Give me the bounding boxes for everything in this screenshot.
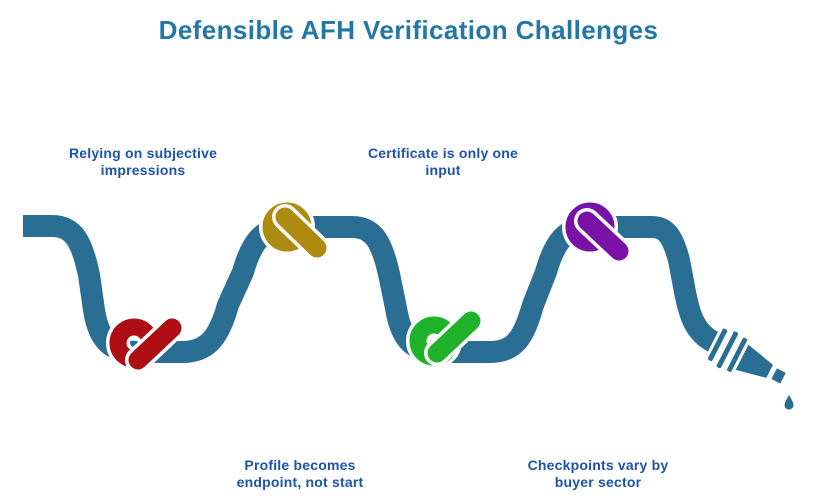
challenge-label-profile-endpoint: Profile becomes endpoint, not start xyxy=(236,457,364,490)
knot-purple-loop xyxy=(577,211,629,261)
nozzle-cone xyxy=(731,340,777,382)
challenge-label-subjective-impressions: Relying on subjective impressions xyxy=(68,145,218,178)
knot-green-loop xyxy=(427,311,481,363)
knot-gold xyxy=(259,199,330,261)
knot-purple xyxy=(562,199,632,264)
knot-green xyxy=(406,308,484,369)
knot-red-loop xyxy=(128,318,182,370)
page-title: Defensible AFH Verification Challenges xyxy=(158,15,659,45)
nozzle-tip xyxy=(768,365,789,387)
knot-red xyxy=(106,315,185,373)
challenge-label-certificate-input: Certificate is only one input xyxy=(367,145,519,178)
knot-gold-loop xyxy=(275,207,327,258)
challenge-label-checkpoints-vary: Checkpoints vary by buyer sector xyxy=(527,457,669,490)
nozzle-rib-2 xyxy=(713,328,742,372)
water-droplet xyxy=(782,391,796,412)
nozzle-rib-1 xyxy=(704,325,731,365)
hose-nozzle xyxy=(704,325,789,387)
